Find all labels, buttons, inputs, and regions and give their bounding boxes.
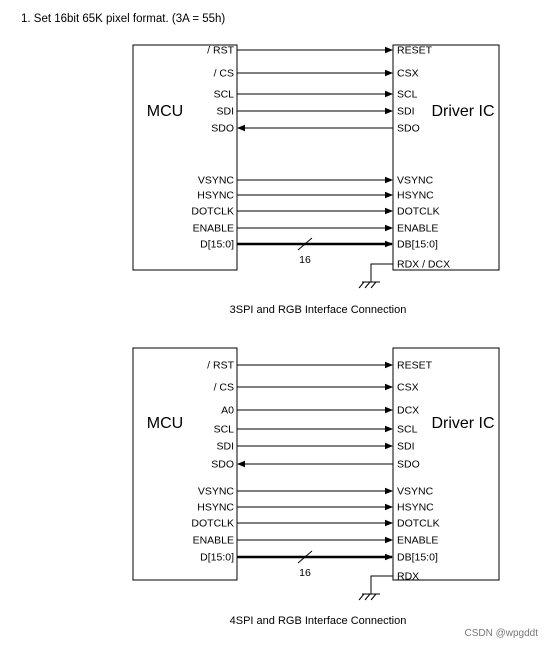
mcu-pin-label: HSYNC [197, 190, 234, 202]
mcu-pin-label: DOTCLK [191, 518, 234, 530]
diagram-caption: 4SPI and RGB Interface Connection [230, 615, 407, 627]
ic-pin-label: DB[15:0] [397, 552, 438, 564]
mcu-pin-label: VSYNC [198, 486, 235, 498]
signal-line: D[15:0] DB[15:0] 16 [200, 237, 438, 266]
bus-slash [297, 550, 313, 564]
signal-line: SCL SCL [214, 89, 418, 101]
mcu-pin-label: D[15:0] [200, 239, 234, 251]
driver-ic-box [392, 347, 500, 581]
driver-ic-label: Driver IC [431, 103, 494, 120]
signal-line: A0 DCX [221, 405, 419, 417]
ic-pin-label: CSX [397, 382, 419, 394]
signal-line: SDI SDI [216, 106, 414, 118]
mcu-pin-label: SDI [216, 106, 234, 118]
ic-pin-label: RESET [397, 45, 433, 57]
page-heading: 1. Set 16bit 65K pixel format. (3A = 55h… [21, 13, 225, 25]
ic-pin-label: DOTCLK [397, 518, 440, 530]
signal-line: DOTCLK DOTCLK [191, 518, 439, 530]
ic-pin-label: DCX [397, 405, 419, 417]
signal-line: ENABLE ENABLE [193, 535, 439, 547]
ground-icon [358, 593, 380, 601]
mcu-label: MCU [147, 415, 183, 432]
ic-pin-label: HSYNC [397, 190, 434, 202]
signal-line: / RST RESET [207, 360, 432, 372]
mcu-box [132, 44, 238, 271]
signal-line: / CS CSX [214, 68, 419, 80]
signal-line: / RST RESET [207, 45, 432, 57]
watermark: CSDN @wpgddt [464, 628, 538, 639]
mcu-pin-label: SDO [211, 459, 234, 471]
ic-pin-label: SDI [397, 441, 415, 453]
ic-pin-label: DOTCLK [397, 206, 440, 218]
driver-ic-box [392, 44, 500, 271]
signal-line: SDO SDO [211, 123, 420, 135]
mcu-pin-label: SCL [214, 89, 235, 101]
mcu-pin-label: VSYNC [198, 175, 235, 187]
ic-pin-label: SDO [397, 459, 420, 471]
bus-width-label: 16 [299, 567, 311, 579]
ic-pin-label: SDI [397, 106, 415, 118]
ic-pin-label: ENABLE [397, 535, 438, 547]
mcu-box [132, 347, 238, 581]
mcu-pin-label: / CS [214, 382, 234, 394]
ic-pin-label: ENABLE [397, 223, 438, 235]
ic-pin-label: DB[15:0] [397, 239, 438, 251]
signal-line: SDI SDI [216, 441, 414, 453]
mcu-pin-label: / CS [214, 68, 234, 80]
mcu-pin-label: / RST [207, 360, 234, 372]
bus-width-label: 16 [299, 254, 311, 266]
signal-line: ENABLE ENABLE [193, 223, 439, 235]
mcu-pin-label: ENABLE [193, 223, 234, 235]
mcu-pin-label: D[15:0] [200, 552, 234, 564]
diagram-caption: 3SPI and RGB Interface Connection [230, 304, 407, 316]
driver-ic-label: Driver IC [431, 415, 494, 432]
ic-pin-label: VSYNC [397, 486, 434, 498]
ic-pin-label: VSYNC [397, 175, 434, 187]
mcu-pin-label: DOTCLK [191, 206, 234, 218]
mcu-pin-label: / RST [207, 45, 234, 57]
mcu-label: MCU [147, 103, 183, 120]
mcu-pin-label: A0 [221, 405, 234, 417]
ground-wire [370, 575, 393, 594]
signal-line: D[15:0] DB[15:0] 16 [200, 550, 438, 579]
ground-pin-label: RDX / DCX [397, 259, 450, 271]
signal-line: SDO SDO [211, 459, 420, 471]
ground-connection: RDX / DCX [358, 259, 450, 289]
mcu-pin-label: ENABLE [193, 535, 234, 547]
ground-icon [358, 281, 380, 289]
ic-pin-label: RESET [397, 360, 433, 372]
signal-line: / CS CSX [214, 382, 419, 394]
signal-line: SCL SCL [214, 424, 418, 436]
ic-pin-label: SDO [397, 123, 420, 135]
ic-pin-label: SCL [397, 89, 418, 101]
mcu-pin-label: SDI [216, 441, 234, 453]
ic-pin-label: SCL [397, 424, 418, 436]
signal-line: VSYNC VSYNC [198, 486, 434, 498]
signal-line: HSYNC HSYNC [197, 190, 434, 202]
mcu-pin-label: SCL [214, 424, 235, 436]
ground-pin-label: RDX [397, 571, 419, 583]
ground-connection: RDX [358, 571, 419, 601]
signal-line: DOTCLK DOTCLK [191, 206, 439, 218]
mcu-pin-label: HSYNC [197, 502, 234, 514]
bus-slash [297, 237, 313, 251]
mcu-pin-label: SDO [211, 123, 234, 135]
ground-wire [370, 263, 393, 282]
signal-line: VSYNC VSYNC [198, 175, 434, 187]
signal-line: HSYNC HSYNC [197, 502, 434, 514]
ic-pin-label: CSX [397, 68, 419, 80]
ic-pin-label: HSYNC [397, 502, 434, 514]
